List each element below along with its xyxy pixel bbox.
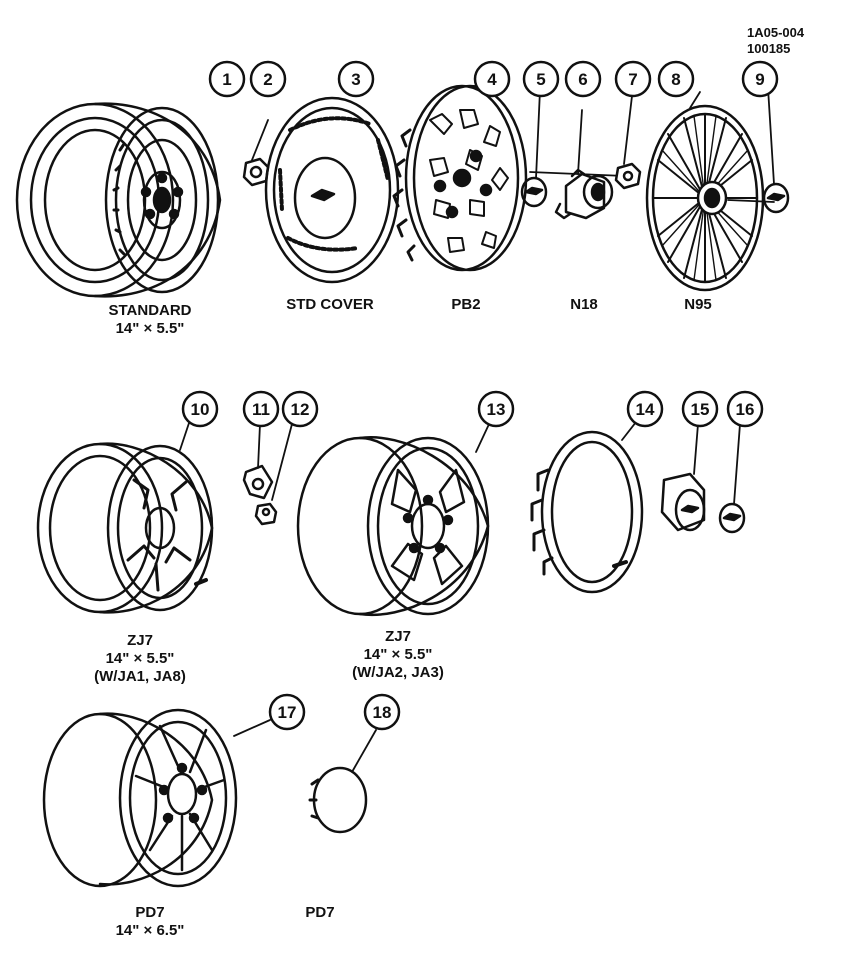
lug-nut-part: [242, 119, 270, 187]
caption-pd7-wheel: PD7 14" × 6.5": [100, 904, 200, 940]
caption-n95: N95: [684, 296, 712, 313]
n95-wire-wheel-cover: [645, 91, 775, 292]
callout-6: 6: [578, 70, 587, 89]
caption-standard: STANDARD 14" × 5.5": [100, 302, 200, 338]
nut-cover-part: [242, 423, 274, 500]
caption-zj7-b-options: (W/JA2, JA3): [352, 664, 444, 681]
lock-nut-part: [614, 95, 642, 190]
caption-zj7-a-options: (W/JA1, JA8): [94, 668, 186, 685]
callout-17: 17: [278, 703, 297, 722]
callout-4: 4: [487, 70, 497, 89]
callout-10: 10: [191, 400, 210, 419]
caption-zj7-ja2-ja3: ZJ7 14" × 5.5" (W/JA2, JA3): [328, 628, 468, 682]
caption-pd7-cap: PD7: [305, 904, 335, 921]
caption-pb2: PB2: [451, 296, 481, 313]
callout-1: 1: [222, 70, 231, 89]
caption-zj7-b-size: 14" × 5.5": [363, 646, 433, 663]
callout-12: 12: [291, 400, 310, 419]
zj7-wheel-ja1-ja8: [36, 419, 214, 614]
caption-pd7-code: PD7: [135, 904, 165, 921]
caption-zj7-a-size: 14" × 5.5": [105, 650, 175, 667]
callout-5: 5: [536, 70, 545, 89]
hub-cap-part: [660, 423, 706, 532]
callout-13: 13: [487, 400, 506, 419]
callout-8: 8: [671, 70, 680, 89]
wheel-nut-part: [254, 423, 293, 526]
caption-pd7-size: 14" × 6.5": [115, 922, 185, 939]
callout-7: 7: [628, 70, 637, 89]
callout-18: 18: [373, 703, 392, 722]
n95-emblem-part: [762, 87, 790, 214]
std-hub-cover: [264, 96, 400, 284]
pd7-wheel: [42, 708, 271, 888]
callout-14: 14: [636, 400, 655, 419]
zj7-wheel-ja2-ja3: [296, 421, 491, 617]
drawing-code: 1A05-004: [747, 25, 805, 40]
caption-standard-code: STANDARD: [108, 302, 192, 319]
pb2-wheel-cover: [392, 84, 528, 272]
caption-zj7-a-code: ZJ7: [127, 632, 153, 649]
drawing-date-code: 100185: [747, 41, 791, 56]
n18-lock-assembly: [529, 109, 626, 220]
caption-standard-size: 14" × 5.5": [115, 320, 185, 337]
callout-16: 16: [736, 400, 755, 419]
ring-emblem-part: [718, 423, 746, 534]
callout-15: 15: [691, 400, 710, 419]
caption-std-cover: STD COVER: [286, 296, 374, 313]
callout-9: 9: [755, 70, 764, 89]
standard-wheel: [15, 102, 222, 298]
caption-zj7-ja1-ja8: ZJ7 14" × 5.5" (W/JA1, JA8): [70, 632, 210, 686]
caption-zj7-b-code: ZJ7: [385, 628, 411, 645]
callout-3: 3: [351, 70, 360, 89]
pd7-center-cap: [308, 729, 377, 834]
center-emblem-part: [520, 89, 548, 208]
caption-n18: N18: [570, 296, 598, 313]
callout-2: 2: [263, 70, 272, 89]
callout-11: 11: [252, 400, 270, 419]
trim-ring-part: [530, 421, 644, 594]
